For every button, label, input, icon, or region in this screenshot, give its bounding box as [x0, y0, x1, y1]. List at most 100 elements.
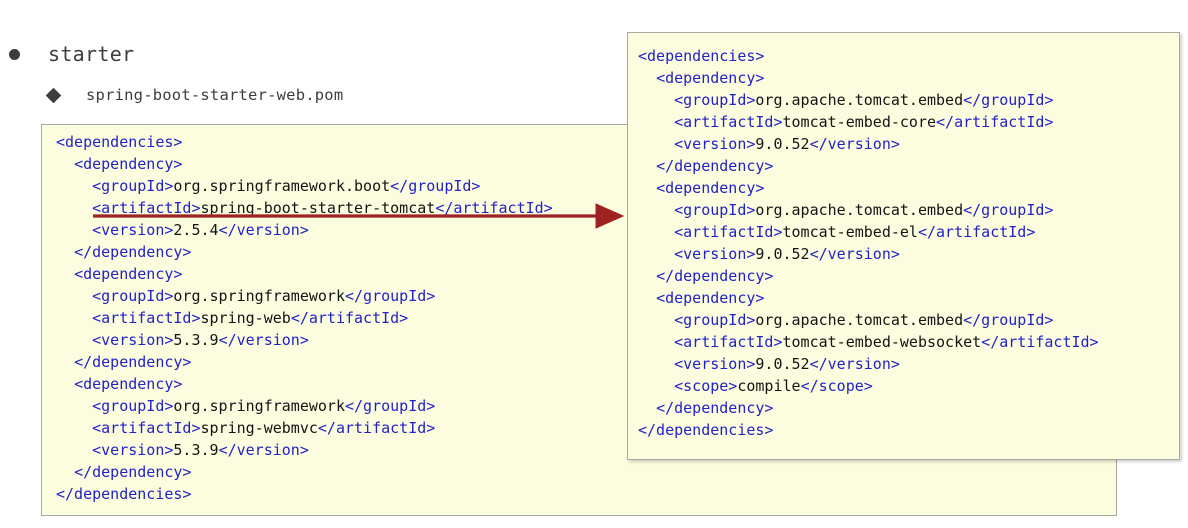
xml-text: 5.3.9	[173, 441, 219, 459]
xml-text: org.apache.tomcat.embed	[755, 201, 964, 219]
xml-tag: <dependencies>	[638, 47, 765, 65]
code-line: <dependency>	[638, 177, 1179, 199]
xml-text: tomcat-embed-el	[782, 223, 918, 241]
xml-tag: <version>	[674, 245, 756, 263]
xml-text: spring-boot-starter-tomcat	[200, 199, 436, 217]
xml-tag: </version>	[218, 441, 309, 459]
xml-text	[56, 397, 92, 415]
xml-text	[638, 69, 656, 87]
code-line: </dependency>	[638, 265, 1179, 287]
xml-tag: </artifactId>	[317, 419, 436, 437]
xml-text: spring-webmvc	[200, 419, 318, 437]
xml-tag: <version>	[92, 441, 174, 459]
xml-tag: <dependency>	[656, 69, 765, 87]
xml-tag: </version>	[218, 221, 309, 239]
xml-text	[638, 179, 656, 197]
xml-tag: </dependencies>	[638, 421, 774, 439]
xml-text: org.apache.tomcat.embed	[755, 91, 964, 109]
xml-tag: <artifactId>	[674, 113, 783, 131]
code-line: <artifactId>tomcat-embed-websocket</arti…	[638, 331, 1179, 353]
xml-text	[56, 243, 74, 261]
code-line: <version>5.3.9</version>	[56, 439, 1116, 461]
xml-tag: <dependency>	[656, 289, 765, 307]
xml-tag: </groupId>	[345, 397, 436, 415]
xml-text: compile	[737, 377, 801, 395]
xml-tag: <scope>	[674, 377, 738, 395]
xml-text	[56, 155, 74, 173]
xml-text: 9.0.52	[755, 355, 810, 373]
xml-text	[638, 355, 674, 373]
xml-text	[638, 333, 674, 351]
xml-tag: <groupId>	[92, 287, 174, 305]
xml-text	[56, 331, 92, 349]
xml-text	[56, 265, 74, 283]
xml-tag: <dependency>	[74, 375, 183, 393]
code-line: <artifactId>spring-webmvc</artifactId>	[56, 417, 1116, 439]
xml-text	[638, 399, 656, 417]
xml-text	[56, 419, 92, 437]
xml-tag: <artifactId>	[92, 309, 201, 327]
xml-tag: <artifactId>	[92, 419, 201, 437]
code-block-starter-tomcat-pom: <dependencies> <dependency> <groupId>org…	[627, 32, 1180, 460]
code-line: <dependencies>	[56, 131, 1116, 153]
xml-tag: </groupId>	[963, 91, 1054, 109]
xml-tag: <groupId>	[674, 311, 756, 329]
xml-tag: </version>	[218, 331, 309, 349]
xml-text	[56, 177, 92, 195]
xml-text	[56, 441, 92, 459]
xml-tag: </groupId>	[963, 201, 1054, 219]
code-line: <dependency>	[56, 263, 1116, 285]
code-line: <dependency>	[56, 153, 1116, 175]
xml-tag: </groupId>	[390, 177, 481, 195]
xml-tag: </artifactId>	[917, 223, 1036, 241]
xml-tag: <version>	[92, 221, 174, 239]
xml-tag: <version>	[674, 135, 756, 153]
xml-tag: <version>	[674, 355, 756, 373]
filled-diamond-bullet-icon	[45, 87, 62, 103]
xml-text: org.springframework	[173, 397, 345, 415]
xml-tag: <dependencies>	[56, 133, 183, 151]
xml-tag: <groupId>	[674, 91, 756, 109]
code-line: <scope>compile</scope>	[638, 375, 1179, 397]
code-line: <artifactId>spring-boot-starter-tomcat</…	[56, 197, 1116, 219]
xml-tag: </version>	[809, 135, 900, 153]
code-line: <dependency>	[56, 373, 1116, 395]
code-line: <version>5.3.9</version>	[56, 329, 1116, 351]
code-line: </dependency>	[56, 461, 1116, 483]
code-line: <version>2.5.4</version>	[56, 219, 1116, 241]
annotation-arrow-icon	[93, 203, 625, 229]
xml-text	[638, 245, 674, 263]
xml-tag: </version>	[809, 355, 900, 373]
xml-text	[638, 201, 674, 219]
xml-text: 2.5.4	[173, 221, 219, 239]
xml-text	[56, 221, 92, 239]
code-line: <version>9.0.52</version>	[638, 353, 1179, 375]
xml-tag: </dependencies>	[56, 485, 192, 503]
xml-text: org.springframework	[173, 287, 345, 305]
xml-tag: <artifactId>	[674, 223, 783, 241]
outline-item-pom-file-label: spring-boot-starter-web.pom	[86, 86, 344, 104]
xml-text	[638, 135, 674, 153]
xml-text: 9.0.52	[755, 245, 810, 263]
xml-text	[638, 267, 656, 285]
code-line: <dependencies>	[638, 45, 1179, 67]
xml-tag: <groupId>	[92, 397, 174, 415]
xml-text	[638, 311, 674, 329]
code-line: <groupId>org.apache.tomcat.embed</groupI…	[638, 89, 1179, 111]
xml-text	[638, 289, 656, 307]
filled-circle-bullet-icon	[9, 48, 20, 60]
xml-text	[56, 375, 74, 393]
xml-text: org.apache.tomcat.embed	[755, 311, 964, 329]
xml-text	[56, 309, 92, 327]
code-line: <groupId>org.apache.tomcat.embed</groupI…	[638, 309, 1179, 331]
code-line: <dependency>	[638, 67, 1179, 89]
code-line: </dependency>	[638, 155, 1179, 177]
xml-text	[638, 157, 656, 175]
xml-text: spring-web	[200, 309, 291, 327]
xml-tag: <groupId>	[92, 177, 174, 195]
outline-item-starter: starter	[0, 40, 134, 68]
xml-text	[638, 223, 674, 241]
code-line: </dependency>	[56, 351, 1116, 373]
xml-tag: <artifactId>	[674, 333, 783, 351]
xml-tag: </dependency>	[656, 267, 774, 285]
